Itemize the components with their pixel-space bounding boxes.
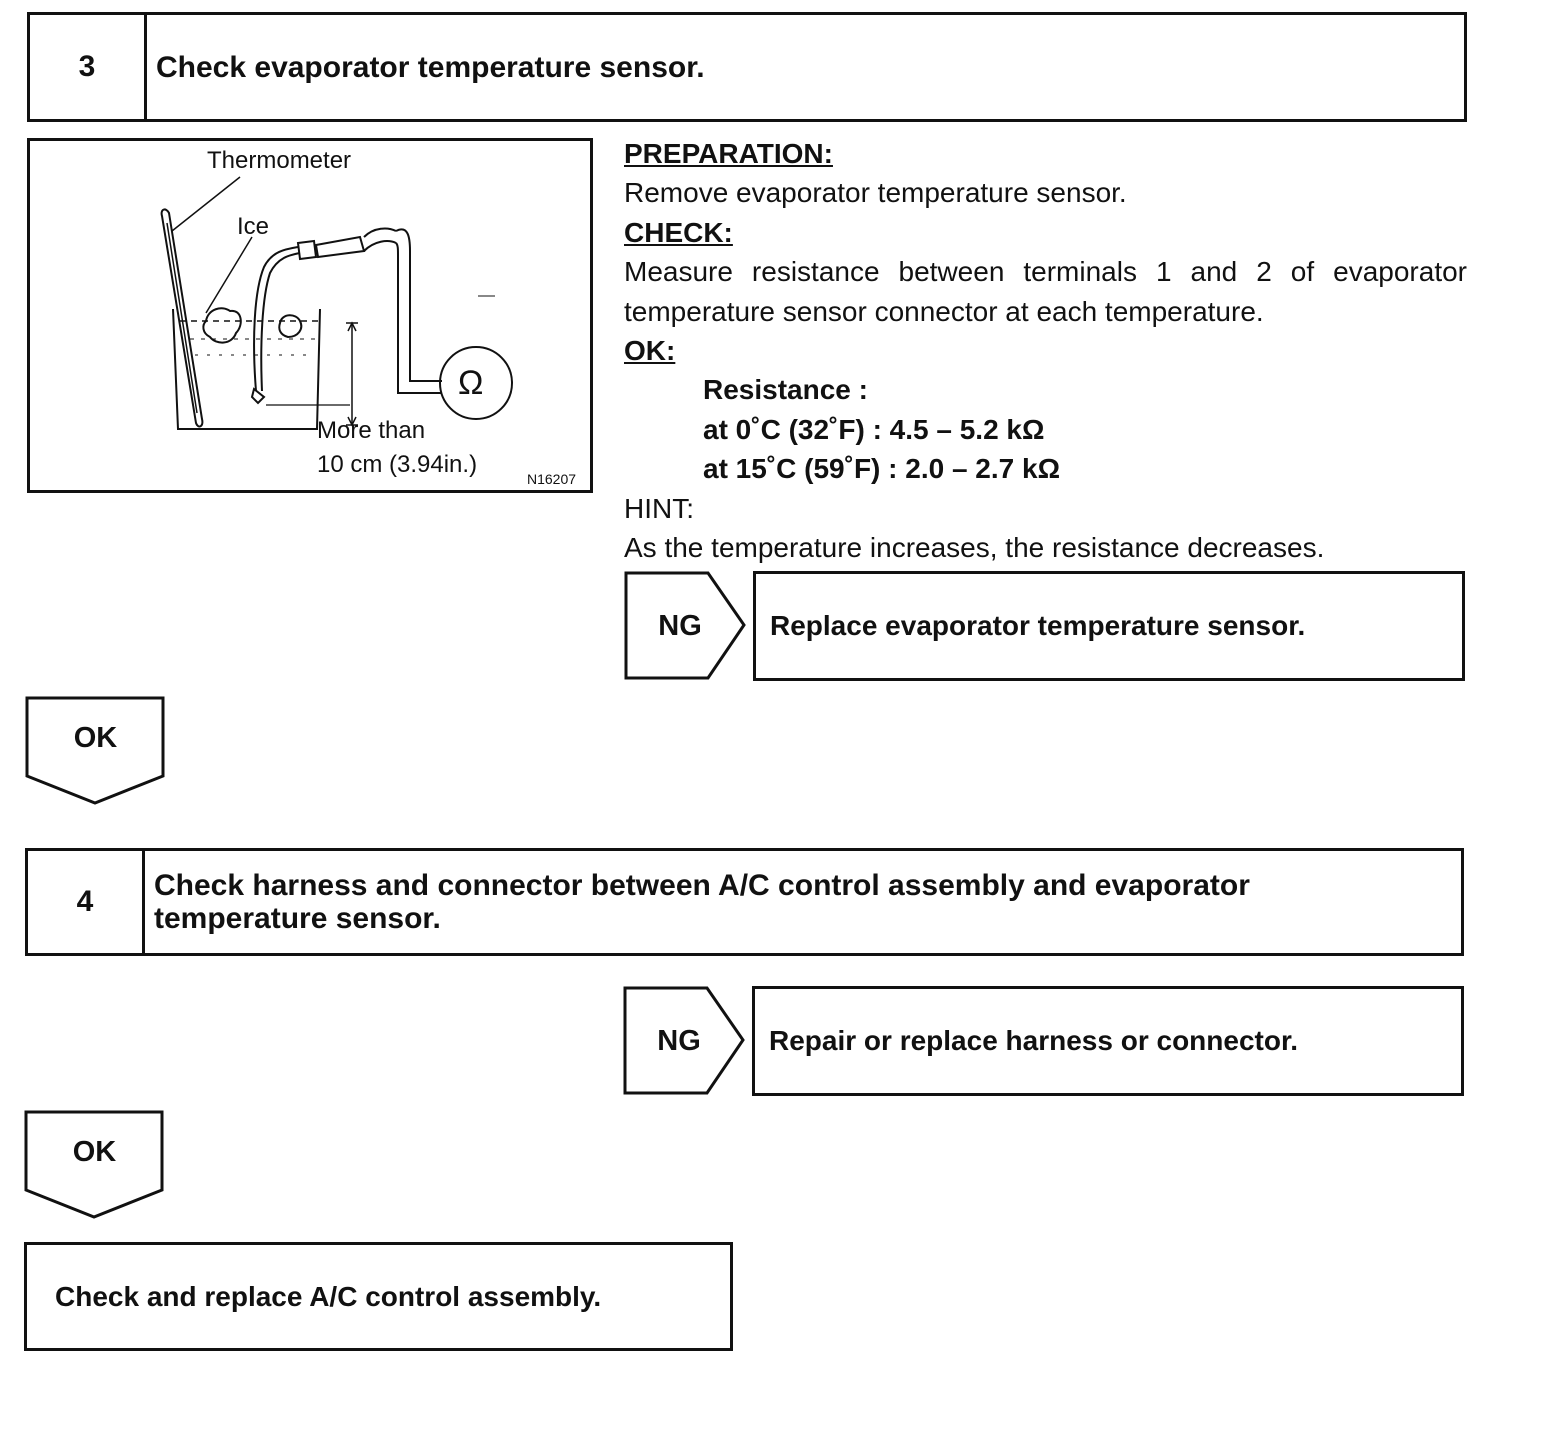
depth-label-line1: More than	[317, 417, 426, 444]
ng-arrow-1	[624, 571, 746, 680]
ok-arrow-2	[24, 1110, 164, 1219]
preparation-heading: PREPARATION:	[624, 138, 833, 169]
ice-label: Ice	[237, 213, 270, 240]
final-action-box: Check and replace A/C control assembly.	[24, 1242, 733, 1351]
step-number: 3	[30, 15, 147, 119]
thermistor-test-diagram	[160, 176, 513, 430]
spec-line-15c: at 15˚C (59˚F) : 2.0 – 2.7 kΩ	[703, 453, 1061, 485]
step-number: 4	[28, 851, 145, 953]
depth-label-line2: 10 cm (3.94in.)	[317, 451, 478, 478]
ng-label-1: NG	[658, 609, 702, 642]
ng-label-2: NG	[657, 1024, 701, 1057]
hint-heading: HINT:	[624, 492, 694, 524]
ok-heading: OK:	[624, 335, 676, 367]
spec-line-0c: at 0˚C (32˚F) : 4.5 – 5.2 kΩ	[703, 413, 1045, 445]
check-heading: CHECK:	[624, 216, 733, 248]
ng-action-1: Replace evaporator temperature sensor.	[753, 571, 1465, 681]
step-title: Check evaporator temperature sensor.	[156, 50, 705, 84]
step-3-header: 3 Check evaporator temperature sensor.	[27, 12, 1467, 122]
ohm-symbol: Ω	[458, 364, 484, 402]
illustration-figure: Thermometer Ice Ω More than 10 cm (3.94i…	[27, 138, 593, 493]
instructions-block: PREPARATION: Remove evaporator temperatu…	[624, 134, 1467, 567]
step-title-line1: Check harness and connector between A/C …	[154, 869, 1250, 902]
thermometer-label: Thermometer	[207, 147, 352, 174]
preparation-text: Remove evaporator temperature sensor.	[624, 177, 1127, 209]
step-4-header: 4 Check harness and connector between A/…	[25, 848, 1464, 956]
step-title-line2: temperature sensor.	[154, 902, 441, 935]
hint-text: As the temperature increases, the resist…	[624, 532, 1325, 564]
step-title: Check harness and connector between A/C …	[154, 851, 1449, 953]
ng-action-2: Repair or replace harness or connector.	[752, 986, 1464, 1096]
ng-arrow-2	[623, 986, 745, 1095]
ok-label-1: OK	[73, 721, 118, 754]
figure-code: N16207	[527, 471, 577, 487]
check-text-line1: Measure resistance between terminals 1 a…	[624, 256, 1467, 288]
check-text-line2: temperature sensor connector at each tem…	[624, 295, 1264, 327]
ok-label-2: OK	[72, 1135, 117, 1168]
ok-arrow-1	[25, 696, 165, 805]
spec-title: Resistance :	[703, 374, 868, 406]
